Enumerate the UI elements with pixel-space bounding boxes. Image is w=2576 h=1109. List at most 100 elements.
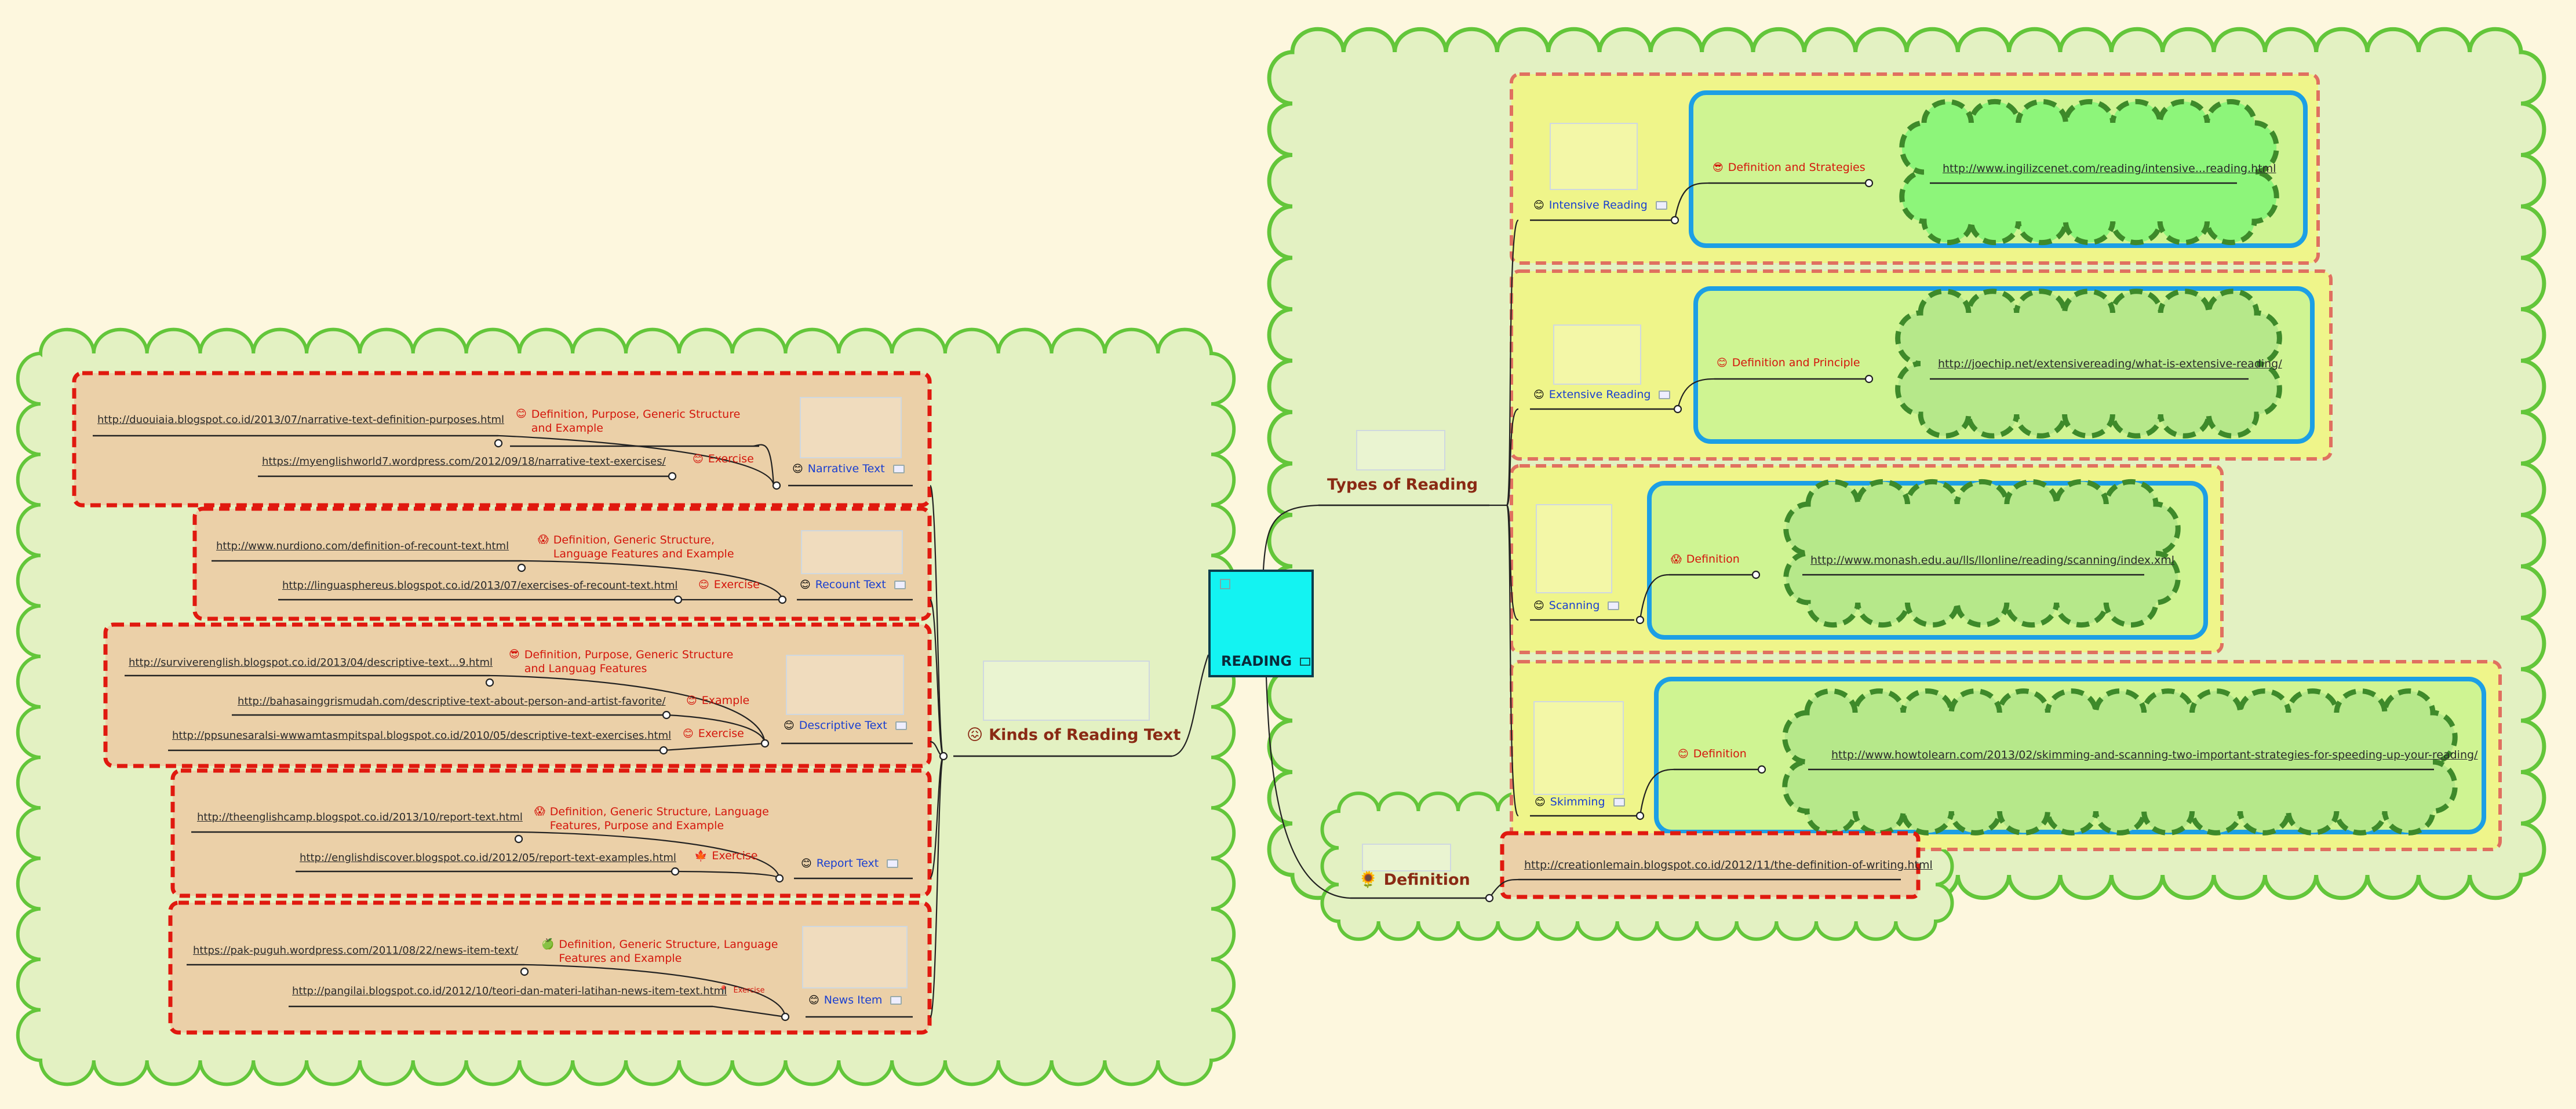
- connector-line: [518, 831, 781, 879]
- smiley-icon: 😊: [1533, 199, 1544, 211]
- connector-dot: [668, 472, 677, 481]
- connector-line: [1506, 504, 1520, 817]
- news-definition-link[interactable]: https://pak-puguh.wordpress.com/2011/08/…: [193, 944, 519, 957]
- descriptive-exercise-link[interactable]: http://ppsunesaralsi-wwwamtasmpitspal.bl…: [172, 729, 672, 742]
- news-exercise-topic[interactable]: 📍 Exercise: [719, 986, 765, 994]
- scanning-link[interactable]: http://www.monash.edu.au/lls/llonline/re…: [1810, 554, 2175, 567]
- news-definition-topic[interactable]: 🍏 Definition, Generic Structure, Languag…: [541, 937, 779, 965]
- link-cloud-boundary: [1783, 479, 2181, 628]
- note-icon: [1300, 658, 1311, 666]
- news-definition-label: Definition, Generic Structure, Language …: [559, 938, 778, 965]
- descriptive-definition-link[interactable]: http://surviverenglish.blogspot.co.id/20…: [129, 656, 493, 669]
- types-topic-label: Types of Reading: [1327, 476, 1478, 494]
- smiley-icon: 😊: [516, 408, 527, 420]
- definition-topic[interactable]: 🌻 Definition: [1358, 872, 1470, 888]
- report-definition-label: Definition, Generic Structure, Language …: [549, 805, 769, 832]
- smiley-icon: 😊: [801, 857, 812, 870]
- image-placeholder-icon: [1220, 579, 1230, 589]
- smiley-icon: 😊: [784, 719, 795, 732]
- image-placeholder: [786, 655, 904, 715]
- connector-dot: [1864, 178, 1874, 188]
- link-cloud-boundary: [1782, 688, 2458, 836]
- narrative-exercise-topic[interactable]: 😊 Exercise: [693, 454, 754, 465]
- connector-dot: [485, 678, 494, 687]
- report-exercise-topic[interactable]: 🍁 Exercise: [694, 851, 757, 862]
- connector-line: [929, 755, 945, 879]
- connector-line: [1506, 504, 1519, 621]
- recount-exercise-topic[interactable]: 😊 Exercise: [698, 579, 760, 590]
- descriptive-exercise-topic[interactable]: 😊 Exercise: [683, 728, 744, 739]
- report-definition-link[interactable]: http://theenglishcamp.blogspot.co.id/201…: [197, 811, 523, 823]
- narrative-exercise-link[interactable]: https://myenglishworld7.wordpress.com/20…: [262, 455, 666, 468]
- note-icon: [894, 581, 906, 589]
- report-exercise-link[interactable]: http://englishdiscover.blogspot.co.id/20…: [300, 852, 676, 864]
- news-exercise-link[interactable]: http://pangilai.blogspot.co.id/2012/10/t…: [292, 985, 727, 997]
- narrative-definition-label: Definition, Purpose, Generic Structure a…: [531, 408, 741, 435]
- recount-definition-topic[interactable]: 😱 Definition, Generic Structure, Languag…: [538, 533, 770, 561]
- skimming-label: Skimming: [1550, 796, 1605, 808]
- definition-link[interactable]: http://creationlemain.blogspot.co.id/201…: [1524, 859, 1933, 871]
- extensive-reading-link[interactable]: http://joechip.net/extensivereading/what…: [1938, 357, 2282, 370]
- recount-definition-link[interactable]: http://www.nurdiono.com/definition-of-re…: [216, 540, 509, 552]
- smiley-icon: 🍁: [694, 849, 708, 862]
- smiley-icon: 😊: [686, 694, 697, 707]
- descriptive-example-link[interactable]: http://bahasainggrismudah.com/descriptiv…: [238, 695, 666, 707]
- recount-definition-label: Definition, Generic Structure, Language …: [553, 534, 734, 560]
- intensive-definition-topic[interactable]: 😎 Definition and Strategies: [1713, 162, 1865, 173]
- news-item-topic[interactable]: 😊 News Item: [808, 995, 902, 1006]
- connector-dot: [778, 595, 787, 604]
- connector-dot: [781, 1012, 790, 1022]
- recount-exercise-link[interactable]: http://linguasphereus.blogspot.co.id/201…: [282, 579, 678, 592]
- smiley-icon: 😊: [693, 453, 704, 465]
- smiley-icon: 😖: [967, 726, 983, 744]
- report-definition-topic[interactable]: 😱 Definition, Generic Structure, Languag…: [534, 805, 772, 833]
- note-icon: [887, 859, 899, 868]
- connector-line: [929, 755, 945, 1019]
- image-placeholder: [802, 926, 908, 988]
- descriptive-definition-topic[interactable]: 😎 Definition, Purpose, Generic Structure…: [509, 648, 752, 676]
- note-icon: [1613, 798, 1625, 807]
- connector-line: [712, 1005, 786, 1018]
- smiley-icon: 😊: [1678, 747, 1689, 760]
- smiley-icon: 😊: [808, 994, 819, 1006]
- extensive-reading-topic[interactable]: 😊 Extensive Reading: [1533, 388, 1671, 401]
- connector-center-types: [1262, 504, 1319, 570]
- narrative-text-topic[interactable]: 😊 Narrative Text: [792, 464, 905, 475]
- branch-boundary: [103, 622, 932, 768]
- narrative-definition-topic[interactable]: 😊 Definition, Purpose, Generic Structure…: [516, 407, 759, 435]
- recount-text-topic[interactable]: 😊 Recount Text: [800, 579, 906, 590]
- news-item-label: News Item: [824, 994, 883, 1006]
- image-placeholder: [1553, 324, 1641, 385]
- scanning-definition-topic[interactable]: 😱 Definition: [1671, 554, 1740, 565]
- intensive-reading-topic[interactable]: 😊 Intensive Reading: [1533, 200, 1667, 211]
- types-of-reading-topic[interactable]: Types of Reading: [1327, 477, 1478, 493]
- intensive-reading-label: Intensive Reading: [1548, 199, 1648, 211]
- central-topic[interactable]: READING: [1208, 570, 1314, 677]
- smiley-icon: 😊: [683, 727, 694, 740]
- link-cloud-boundary: [1895, 289, 2282, 439]
- skimming-link[interactable]: http://www.howtolearn.com/2013/02/skimmi…: [1831, 749, 2478, 761]
- smiley-icon: 🍏: [541, 938, 555, 950]
- note-icon: [1608, 601, 1620, 610]
- skimming-definition-topic[interactable]: 😊 Definition: [1678, 749, 1747, 760]
- image-placeholder: [983, 661, 1150, 721]
- connector-dot: [671, 867, 680, 876]
- intensive-reading-link[interactable]: http://www.ingilizcenet.com/reading/inte…: [1943, 162, 2276, 175]
- note-icon: [895, 721, 907, 730]
- scanning-topic[interactable]: 😊 Scanning: [1533, 600, 1620, 611]
- descriptive-example-topic[interactable]: 😊 Example: [686, 695, 749, 706]
- skimming-topic[interactable]: 😊 Skimming: [1535, 797, 1625, 808]
- smiley-icon: 😎: [1713, 161, 1724, 174]
- smiley-icon: 😊: [1717, 356, 1728, 369]
- note-icon: [892, 465, 905, 473]
- report-text-topic[interactable]: 😊 Report Text: [801, 857, 899, 870]
- kinds-of-reading-text-topic[interactable]: 😖 Kinds of Reading Text: [967, 727, 1186, 743]
- connector-dot: [760, 739, 770, 748]
- connector-center-kinds: [1171, 654, 1209, 757]
- extensive-reading-label: Extensive Reading: [1548, 388, 1651, 401]
- extensive-definition-topic[interactable]: 😊 Definition and Principle: [1717, 357, 1860, 369]
- narrative-definition-link[interactable]: http://duouiaia.blogspot.co.id/2013/07/n…: [97, 414, 504, 426]
- connector-dot: [939, 752, 948, 761]
- descriptive-text-topic[interactable]: 😊 Descriptive Text: [784, 720, 907, 731]
- image-placeholder: [800, 397, 902, 458]
